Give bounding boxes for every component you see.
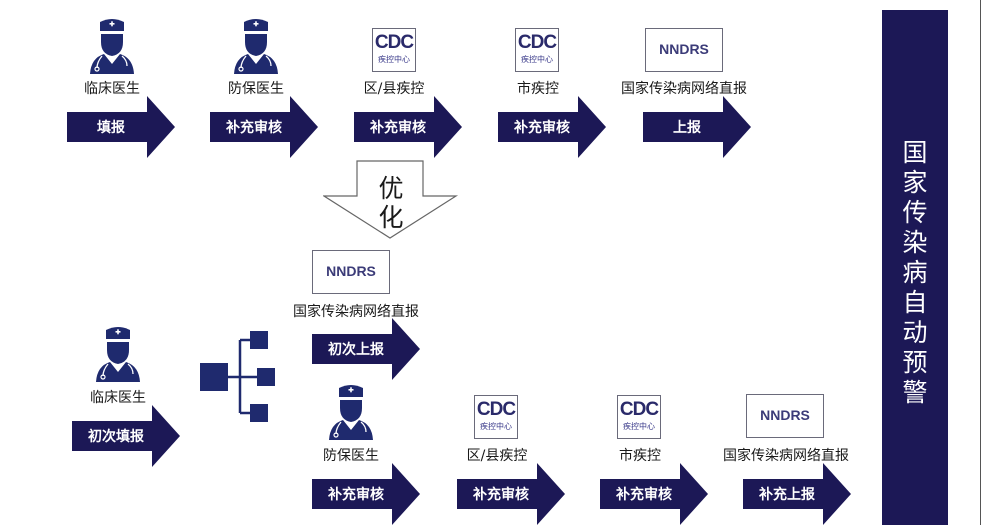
auto-warning-title-char: 预 <box>902 348 928 377</box>
divider <box>980 0 981 525</box>
step-label: 区/县疾控 <box>466 448 528 464</box>
arrow-label: 初次填报 <box>88 429 144 445</box>
optimize-arrow: 优化 <box>323 160 459 240</box>
arrow-supplement-review: 补充审核 <box>312 463 420 525</box>
arrow-label: 补充审核 <box>226 120 282 136</box>
step-label: 防保医生 <box>228 81 284 97</box>
arrow-initial-report: 初次上报 <box>312 318 420 380</box>
step-label: 国家传染病网络直报 <box>621 81 747 97</box>
auto-warning-panel: 国家传染病自动预警 <box>882 10 948 525</box>
auto-warning-title-char: 国 <box>902 138 928 167</box>
arrow-supplement-report: 补充上报 <box>743 463 851 525</box>
cdc-logo: CDC 疾控中心 <box>515 28 559 72</box>
auto-warning-title: 国家传染病自动预警 <box>882 138 948 408</box>
auto-warning-title-char: 染 <box>902 228 928 257</box>
optimize-label: 优化 <box>378 174 404 232</box>
arrow-supplement-review: 补充审核 <box>210 96 318 158</box>
cdc-logo-main: CDC <box>619 399 659 420</box>
auto-warning-title-char: 自 <box>902 288 928 317</box>
cdc-logo-sub: 疾控中心 <box>378 55 410 64</box>
cdc-logo-main: CDC <box>374 32 414 53</box>
arrow-supplement-review: 补充审核 <box>457 463 565 525</box>
step-label: 市疾控 <box>619 448 661 464</box>
cdc-logo: CDC 疾控中心 <box>474 395 518 439</box>
step-label: 市疾控 <box>517 81 559 97</box>
arrow-supplement-review: 补充审核 <box>354 96 462 158</box>
arrow-label: 补充审核 <box>514 120 570 136</box>
auto-warning-title-char: 动 <box>902 318 928 347</box>
doctor-icon <box>93 326 143 382</box>
doctor-icon <box>326 384 376 440</box>
arrow-label: 补充审核 <box>473 487 529 503</box>
cdc-logo: CDC 疾控中心 <box>617 395 661 439</box>
cdc-logo-sub: 疾控中心 <box>623 422 655 431</box>
step-label: 临床医生 <box>90 390 146 406</box>
nndrs-logo: NNDRS <box>746 394 824 438</box>
arrow-supplement-review: 补充审核 <box>600 463 708 525</box>
nndrs-logo: NNDRS <box>645 28 723 72</box>
arrow-label: 填报 <box>97 120 125 136</box>
nndrs-logo: NNDRS <box>312 250 390 294</box>
arrow-label: 补充上报 <box>759 487 815 503</box>
auto-warning-title-char: 病 <box>902 258 928 287</box>
cdc-logo-sub: 疾控中心 <box>521 55 553 64</box>
step-label: 国家传染病网络直报 <box>723 448 849 464</box>
doctor-icon <box>231 18 281 74</box>
arrow-label: 上报 <box>673 120 701 136</box>
auto-warning-title-char: 传 <box>902 198 928 227</box>
arrow-supplement-review: 补充审核 <box>498 96 606 158</box>
cdc-logo: CDC 疾控中心 <box>372 28 416 72</box>
arrow-initial-fill: 初次填报 <box>72 405 180 467</box>
step-label: 国家传染病网络直报 <box>293 304 419 320</box>
arrow-label: 补充审核 <box>616 487 672 503</box>
arrow-label: 补充审核 <box>328 487 384 503</box>
step-label: 区/县疾控 <box>363 81 425 97</box>
step-label: 临床医生 <box>84 81 140 97</box>
step-label: 防保医生 <box>323 448 379 464</box>
cdc-logo-main: CDC <box>476 399 516 420</box>
arrow-label: 补充审核 <box>370 120 426 136</box>
branch-hierarchy-icon <box>200 331 275 422</box>
cdc-logo-main: CDC <box>517 32 557 53</box>
arrow-label: 初次上报 <box>328 342 384 358</box>
arrow-fill-report: 填报 <box>67 96 175 158</box>
arrow-report: 上报 <box>643 96 751 158</box>
cdc-logo-sub: 疾控中心 <box>480 422 512 431</box>
auto-warning-title-char: 家 <box>902 168 928 197</box>
doctor-icon <box>87 18 137 74</box>
auto-warning-title-char: 警 <box>902 378 928 407</box>
